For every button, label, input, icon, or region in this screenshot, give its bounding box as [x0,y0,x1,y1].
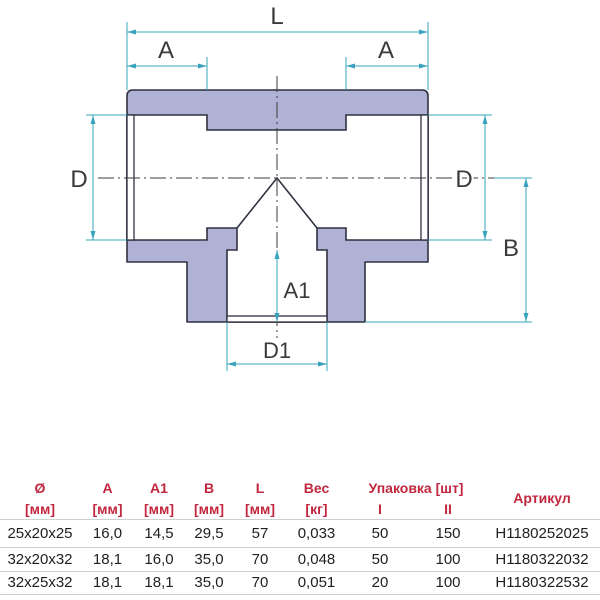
header-article: Артикул [484,477,600,520]
cell-size: 25x20x25 [0,519,80,548]
cell-A: 16,0 [80,519,135,548]
label-D-right: D [455,166,472,193]
header-A-unit: [мм] [80,499,135,520]
branch-cone [236,176,318,229]
cell-L: 70 [235,547,285,572]
header-diameter: Ø [34,480,46,496]
cell-B: 29,5 [183,519,235,548]
label-A-right: A [378,37,394,64]
header-diameter-unit: [мм] [0,499,80,520]
cell-L: 70 [235,571,285,595]
header-row-units: [мм] [мм] [мм] [мм] [мм] [кг] I II [0,499,600,520]
cell-weight: 0,033 [285,519,348,548]
header-packaging-II: II [412,499,484,520]
header-weight-unit: [кг] [285,499,348,520]
cell-weight: 0,051 [285,571,348,595]
table-row: 32x25x32 18,1 18,1 35,0 70 0,051 20 100 … [0,571,600,595]
cell-pack-II: 100 [412,547,484,572]
cell-size: 32x25x32 [0,571,80,595]
header-packaging-I: I [348,499,412,520]
cell-pack-II: 100 [412,571,484,595]
label-A-left: A [158,37,174,64]
cell-pack-I: 50 [348,547,412,572]
header-packaging: Упаковка [шт] [368,480,464,496]
header-weight: Вес [303,480,330,496]
cell-pack-I: 20 [348,571,412,595]
cell-B: 35,0 [183,571,235,595]
cell-L: 57 [235,519,285,548]
cell-weight: 0,048 [285,547,348,572]
header-L: L [255,480,265,496]
label-L: L [270,3,283,30]
cell-A: 18,1 [80,547,135,572]
cell-pack-II: 150 [412,519,484,548]
cell-pack-I: 50 [348,519,412,548]
header-B-unit: [мм] [183,499,235,520]
cell-size: 32x20x32 [0,547,80,572]
header-row-names: Ø A A1 B L Вес Упаковка [шт] Артикул [0,477,600,520]
table-row: 32x20x32 18,1 16,0 35,0 70 0,048 50 100 … [0,547,600,572]
label-D-left: D [70,166,87,193]
cell-A1: 18,1 [135,571,183,595]
cell-A1: 14,5 [135,519,183,548]
tee-drawing: L A A D D B A1 D1 [68,1,532,371]
header-L-unit: [мм] [235,499,285,520]
table-row: 25x20x25 16,0 14,5 29,5 57 0,033 50 150 … [0,519,600,548]
cell-article: H1180322032 [484,547,600,572]
label-D1: D1 [263,338,291,363]
label-B: B [503,235,519,262]
header-A1: A1 [150,480,168,496]
header-A: A [102,480,113,496]
label-A1: A1 [284,278,311,303]
cell-B: 35,0 [183,547,235,572]
header-A1-unit: [мм] [135,499,183,520]
cell-A: 18,1 [80,571,135,595]
spec-table: Ø A A1 B L Вес Упаковка [шт] Артикул [мм… [0,477,600,595]
cell-A1: 16,0 [135,547,183,572]
cell-article: H1180252025 [484,519,600,548]
cell-article: H1180322532 [484,571,600,595]
header-B: B [203,480,215,496]
